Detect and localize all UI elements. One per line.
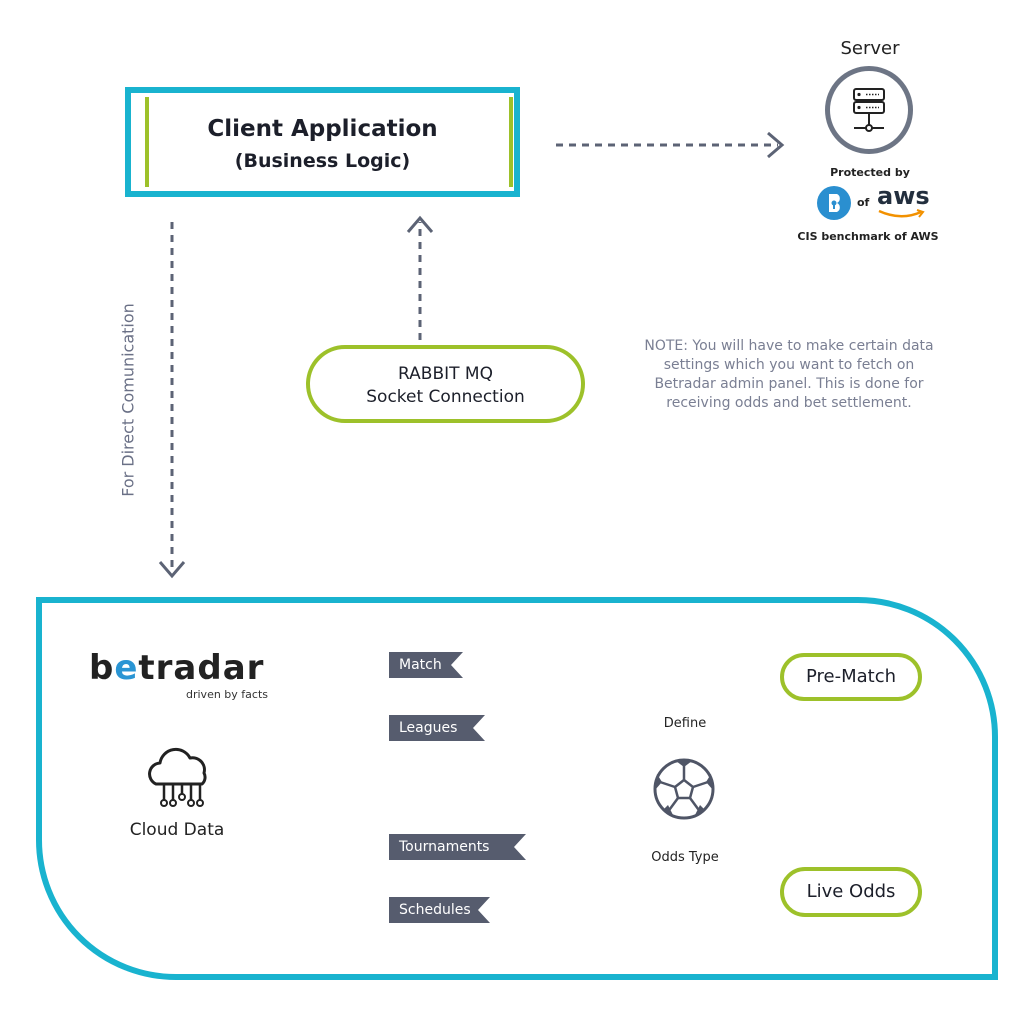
of-label: of bbox=[857, 196, 870, 209]
logo-b: b bbox=[89, 648, 115, 688]
client-to-server-arrowhead bbox=[767, 131, 785, 159]
tag-match: Match bbox=[389, 652, 463, 678]
note-text: NOTE: You will have to make certain data… bbox=[644, 338, 934, 411]
aws-logo: aws bbox=[877, 182, 930, 210]
odds-type-label: Odds Type bbox=[651, 850, 719, 865]
aws-badge: of aws bbox=[815, 182, 930, 224]
security-shield-icon bbox=[817, 186, 851, 220]
client-box-left-accent bbox=[145, 97, 149, 187]
cloud-data-label: Cloud Data bbox=[129, 820, 225, 840]
server-icon bbox=[825, 66, 913, 154]
cloud-network-icon bbox=[148, 747, 207, 807]
direct-communication-label: For Direct Comunication bbox=[118, 303, 138, 497]
live-odds-pill: Live Odds bbox=[780, 867, 922, 917]
aws-smile-icon bbox=[878, 209, 925, 218]
define-label: Define bbox=[663, 716, 707, 731]
tag-leagues: Leagues bbox=[389, 715, 485, 741]
direct-communication-arrowhead bbox=[158, 561, 186, 579]
rabbit-to-client-arrowhead bbox=[406, 215, 434, 233]
socket-connection-label: Socket Connection bbox=[366, 387, 525, 407]
rabbit-mq-label: RABBIT MQ bbox=[398, 364, 493, 384]
protected-by-label: Protected by bbox=[830, 166, 910, 179]
server-label: Server bbox=[840, 38, 900, 59]
client-application-title: Client Application bbox=[207, 116, 438, 142]
client-box-right-accent bbox=[509, 97, 513, 187]
tag-tournaments: Tournaments bbox=[389, 834, 526, 860]
pre-match-label: Pre-Match bbox=[805, 666, 897, 687]
client-application-subtitle: (Business Logic) bbox=[234, 150, 411, 172]
tag-schedules: Schedules bbox=[389, 897, 490, 923]
soccer-ball-icon bbox=[653, 758, 715, 820]
betradar-logo: betradar bbox=[89, 648, 264, 688]
logo-rest: tradar bbox=[138, 648, 265, 688]
live-odds-label: Live Odds bbox=[806, 881, 896, 902]
client-application-box: Client Application (Business Logic) bbox=[125, 87, 520, 197]
rabbit-mq-pill: RABBIT MQ Socket Connection bbox=[306, 345, 585, 423]
logo-e: e bbox=[114, 648, 139, 688]
cis-benchmark-label: CIS benchmark of AWS bbox=[797, 230, 939, 243]
pre-match-pill: Pre-Match bbox=[780, 653, 922, 701]
betradar-tagline: driven by facts bbox=[186, 688, 269, 701]
